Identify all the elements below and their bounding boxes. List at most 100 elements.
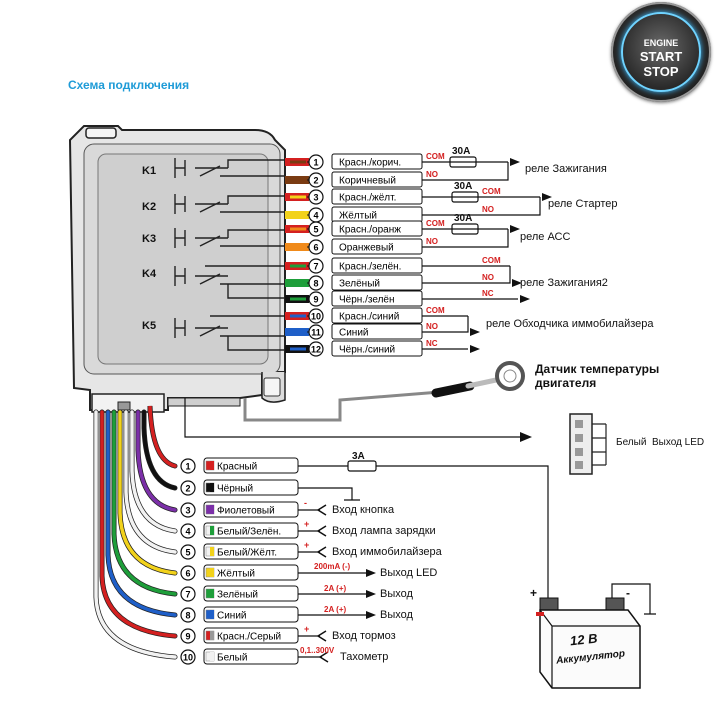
temp-sensor-line1: Датчик температуры xyxy=(535,362,660,376)
wire-label: Красн./Серый xyxy=(217,632,281,643)
current-note: 200mA (-) xyxy=(314,562,351,571)
wire-body xyxy=(94,410,177,659)
fuse-3a-label: 3A xyxy=(352,451,365,462)
wire-number: 9 xyxy=(185,632,190,642)
wire-body xyxy=(124,410,177,554)
wire-label: Красн./оранж xyxy=(339,225,401,236)
wire-number-circle xyxy=(308,308,324,324)
wire-number-circle xyxy=(308,291,324,307)
wire-stripe-swatch xyxy=(210,631,214,640)
target-button-input: Вход кнопка xyxy=(332,504,395,516)
target-ignition2-relay: реле Зажигания2 xyxy=(520,277,608,289)
fuse-30a-label: 30A xyxy=(452,146,471,157)
fuse-30a-label: 30A xyxy=(454,181,473,192)
wire-number-circle xyxy=(180,565,196,581)
target-immobilizer-input: Вход иммобилайзера xyxy=(332,546,442,558)
wire-number-circle xyxy=(308,258,324,274)
engine-label: ENGINE xyxy=(643,38,679,48)
wire-body xyxy=(112,410,177,596)
fuse-30a-label: 30A xyxy=(454,213,473,224)
battery-plus: + xyxy=(530,586,538,600)
wire-label: Красн./синий xyxy=(339,312,399,323)
target-led-output: Выход LED xyxy=(380,567,438,579)
wire-label: Коричневый xyxy=(339,176,396,187)
top-wire-8: 8 Зелёный xyxy=(285,274,423,291)
contact-com: COM xyxy=(482,256,501,265)
engine-start-stop-button: ENGINE START STOP xyxy=(611,2,711,102)
wire-number: 6 xyxy=(185,569,190,579)
wire-stripe xyxy=(290,347,306,351)
wire-stripe xyxy=(290,330,306,334)
relay-label-k4: K4 xyxy=(142,268,157,280)
wire-label: Жёлтый xyxy=(339,211,377,222)
wire-label: Чёрный xyxy=(217,484,253,495)
bottom-wire-5: 5 Белый/Жёлт. xyxy=(123,409,299,560)
contact-no: NO xyxy=(482,205,494,214)
bottom-arrowheads xyxy=(366,569,376,619)
wire-label: Белый/Жёлт. xyxy=(217,548,277,559)
wire-number-circle xyxy=(180,502,196,518)
target-brake-input: Вход тормоз xyxy=(332,630,396,642)
current-note: 2A (+) xyxy=(324,605,347,614)
wire-number-circle xyxy=(308,189,324,205)
wire-label: Белый xyxy=(217,653,247,664)
wire-number: 4 xyxy=(313,211,318,221)
top-wire-4: 4 Жёлтый xyxy=(285,206,423,223)
wire-label: Синий xyxy=(339,328,369,339)
target-charge-lamp-input: Вход лампа зарядки xyxy=(332,525,436,537)
wire-stripe-swatch xyxy=(210,589,214,598)
relay-symbols xyxy=(174,158,285,351)
contact-nc: NC xyxy=(426,339,438,348)
polarity-note: + xyxy=(304,624,310,634)
wire-number-circle xyxy=(308,172,324,188)
target-ignition-relay: реле Зажигания xyxy=(525,163,607,175)
wire-label: Красн./зелён. xyxy=(339,262,401,273)
target-starter-relay: реле Стартер xyxy=(548,198,618,210)
relay-label-k2: K2 xyxy=(142,201,157,213)
contact-com: COM xyxy=(482,187,501,196)
relay-label-k5: K5 xyxy=(142,320,157,332)
wire-label: Белый/Зелён. xyxy=(217,527,281,538)
wire-number-circle xyxy=(180,607,196,623)
relay-label-k3: K3 xyxy=(142,233,157,245)
wire-body xyxy=(100,410,177,638)
diagram-title: Схема подключения xyxy=(68,78,190,92)
relay-label-k1: K1 xyxy=(142,165,157,177)
target-output-8: Выход xyxy=(380,609,413,621)
wire-number: 3 xyxy=(313,193,318,203)
wire-number-circle xyxy=(308,154,324,170)
wire-number: 5 xyxy=(185,548,190,558)
stop-label: STOP xyxy=(643,64,679,79)
wire-number-circle xyxy=(180,523,196,539)
wire-number-circle xyxy=(180,544,196,560)
contact-com: COM xyxy=(426,306,445,315)
wire-number: 8 xyxy=(185,611,190,621)
target-tachometer: Тахометр xyxy=(340,651,389,663)
contact-no: NO xyxy=(426,322,438,331)
target-immobilizer-bypass: реле Обходчика иммобилайзера xyxy=(486,318,654,330)
wire-label: Фиолетовый xyxy=(217,506,275,517)
wire-stripe xyxy=(290,245,306,249)
battery-minus: - xyxy=(626,586,630,600)
wire-number-circle xyxy=(180,586,196,602)
fuse-3a xyxy=(347,460,377,472)
wire-number-circle xyxy=(308,239,324,255)
polarity-note: + xyxy=(304,519,310,529)
contact-no: NO xyxy=(482,273,494,282)
wire-number: 8 xyxy=(313,279,318,289)
wire-label: Зелёный xyxy=(339,279,380,290)
